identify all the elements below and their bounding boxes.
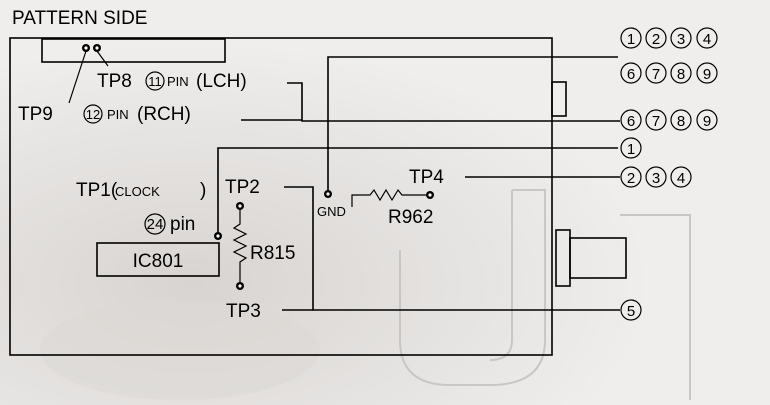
svg-text:4: 4 [703, 31, 711, 48]
svg-text:(LCH): (LCH) [196, 71, 247, 92]
svg-text:1: 1 [627, 141, 635, 158]
svg-text:12: 12 [86, 107, 100, 122]
tp3-label: TP3 [226, 301, 261, 322]
r962-resistor [351, 188, 426, 207]
svg-text:7: 7 [652, 66, 660, 83]
rch-lead [287, 82, 620, 122]
svg-text:3: 3 [677, 31, 685, 48]
ic801-box [96, 242, 220, 277]
tp2-tp3-lead [284, 186, 620, 311]
watermark-logo-right [620, 214, 691, 400]
svg-text:3: 3 [652, 170, 660, 187]
tp4-label: TP4 [409, 167, 444, 188]
svg-text:4: 4 [677, 170, 685, 187]
svg-text:9: 9 [703, 113, 711, 130]
svg-text:8: 8 [677, 66, 685, 83]
tp8-pin-circle [145, 71, 165, 91]
svg-text:PIN: PIN [167, 74, 189, 89]
svg-text:8: 8 [677, 113, 685, 130]
svg-text:pin: pin [170, 214, 195, 235]
r815-label: R815 [250, 243, 295, 264]
r815-resistor [232, 210, 248, 282]
svg-text:1: 1 [627, 31, 635, 48]
r962-label: R962 [388, 207, 433, 228]
ic801-label: IC801 [133, 251, 184, 272]
gnd-lead [327, 56, 618, 190]
diagram-title: PATTERN SIDE [12, 8, 147, 29]
connector-group-row1: 1 2 3 4 [620, 27, 718, 49]
svg-text:PIN: PIN [107, 107, 129, 122]
tp2-label: TP2 [225, 177, 260, 198]
connector-group-row2: 6 7 8 9 [620, 62, 718, 84]
svg-text:9: 9 [703, 66, 711, 83]
svg-text:6: 6 [627, 113, 635, 130]
pcb-outline [9, 37, 553, 356]
svg-text:2: 2 [627, 170, 635, 187]
jack-socket [569, 237, 627, 279]
svg-text:2: 2 [652, 31, 660, 48]
tp9-label: TP9 [18, 104, 53, 125]
tp1-label: TP1( [76, 180, 118, 201]
connector-group-row3: 6 7 8 9 [620, 109, 718, 131]
clock-lead [217, 147, 618, 236]
svg-text:7: 7 [652, 113, 660, 130]
svg-text:): ) [200, 180, 206, 201]
tp9-pin-circle [83, 104, 103, 124]
side-tab [551, 81, 567, 117]
svg-text:6: 6 [627, 66, 635, 83]
svg-text:24: 24 [147, 216, 164, 233]
gnd-label: GND [317, 204, 346, 219]
watermark-shape [40, 300, 320, 400]
tp8-label: TP8 [97, 71, 132, 92]
connector-group-row4: 1 [620, 137, 642, 159]
svg-text:5: 5 [627, 303, 635, 320]
svg-text:CLOCK: CLOCK [115, 184, 160, 199]
tp1-pin-circle [144, 213, 166, 235]
svg-text:11: 11 [148, 74, 162, 89]
connector-group-row6: 5 [620, 299, 642, 321]
watermark-logo [399, 189, 546, 386]
svg-text:(RCH): (RCH) [137, 104, 191, 125]
watermark-logo-inner [489, 190, 513, 361]
top-connector [41, 38, 226, 63]
connector-group-row5: 2 3 4 [620, 166, 692, 188]
